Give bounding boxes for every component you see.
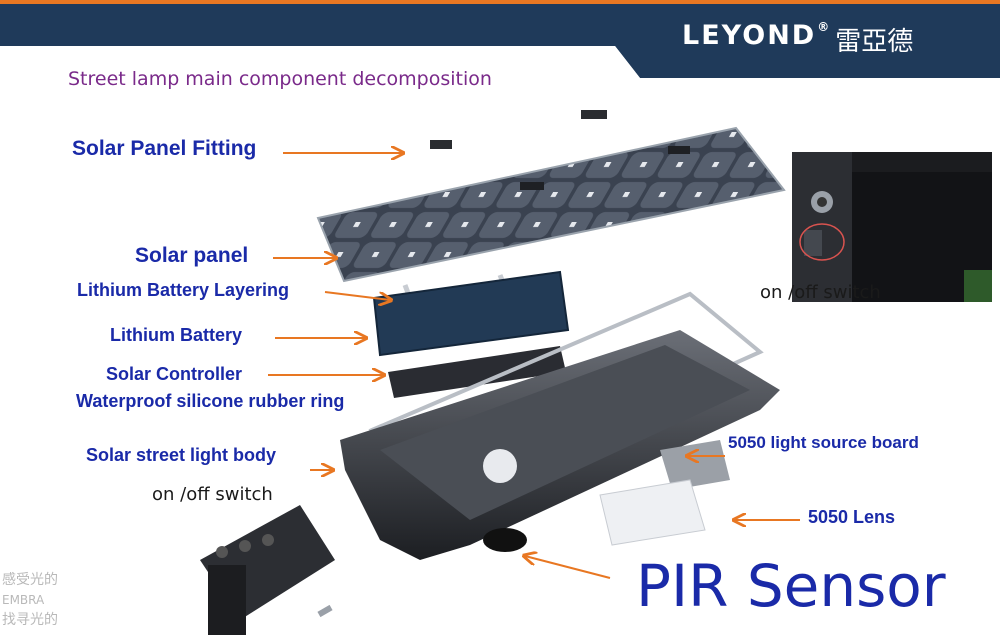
- label-solar-panel-fitting: Solar Panel Fitting: [72, 137, 257, 160]
- label-light-body: Solar street light body: [86, 445, 277, 465]
- svg-text:找寻光的: 找寻光的: [2, 612, 58, 628]
- light-source-board: [660, 440, 730, 490]
- label-waterproof-ring: Waterproof silicone rubber ring: [76, 391, 345, 411]
- label-switch-right: on /off switch: [760, 282, 881, 303]
- switch-inset-photo: [792, 152, 992, 302]
- solar-panel: [316, 126, 786, 283]
- header-band: [0, 0, 1000, 78]
- mounting-arm: [200, 505, 335, 635]
- label-lithium-battery-layering: Lithium Battery Layering: [77, 280, 290, 300]
- label-light-source-board: 5050 light source board: [728, 433, 919, 452]
- label-switch-left: on /off switch: [152, 484, 273, 505]
- label-pir-sensor: PIR Sensor: [636, 552, 946, 620]
- brand-chinese-name: 雷亞德: [835, 27, 914, 57]
- page-title: Street lamp main component decomposition: [68, 68, 492, 90]
- watermark-decoration: 感受光的: [2, 571, 58, 588]
- solar-controller: [388, 346, 566, 398]
- svg-text:EMBRA: EMBRA: [2, 593, 45, 607]
- brand-logo: LEYOND ® 雷亞德: [682, 20, 913, 58]
- label-solar-controller: Solar Controller: [106, 364, 243, 384]
- panel-fitting-left: [430, 140, 452, 149]
- label-solar-panel: Solar panel: [135, 244, 249, 267]
- lens-panel: [599, 479, 706, 546]
- brand-name: LEYOND: [682, 20, 817, 51]
- label-lens: 5050 Lens: [808, 507, 896, 527]
- panel-fitting-right: [581, 110, 607, 119]
- lithium-battery: [372, 270, 570, 357]
- label-lithium-battery: Lithium Battery: [110, 325, 243, 345]
- brand-registered-mark: ®: [817, 20, 832, 34]
